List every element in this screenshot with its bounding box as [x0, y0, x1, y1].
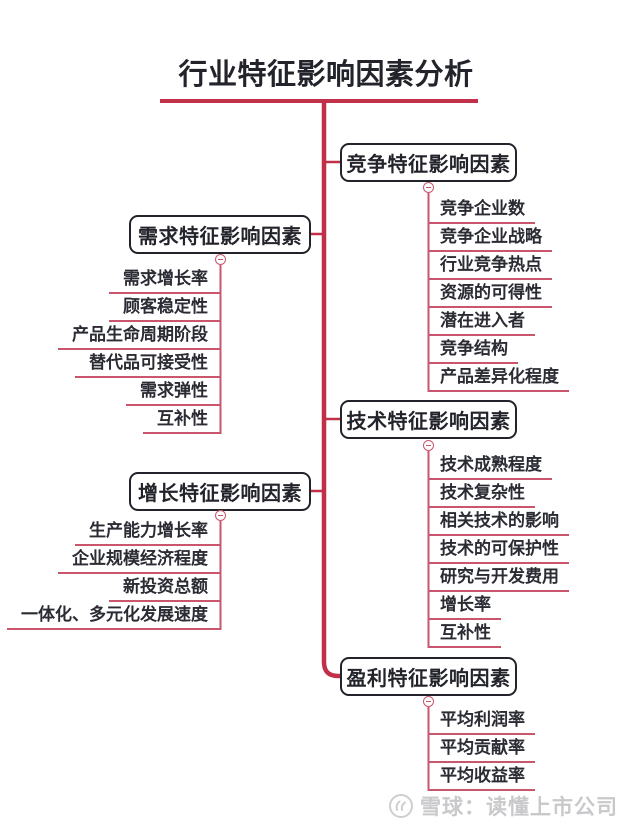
collapse-toggle-profit[interactable] [423, 696, 434, 707]
subtopic-item[interactable]: 竞争结构 [429, 336, 518, 364]
subtopic-item[interactable]: 一体化、多元化发展速度 [7, 602, 220, 630]
subtopic-item[interactable]: 增长率 [429, 592, 501, 620]
subtopic-item[interactable]: 平均贡献率 [429, 735, 535, 763]
subtopic-item[interactable]: 竞争企业数 [429, 196, 535, 224]
subtopic-item[interactable]: 技术的可保护性 [429, 536, 569, 564]
topic-profit[interactable]: 盈利特征影响因素 [340, 657, 517, 696]
subtopic-item[interactable]: 互补性 [143, 406, 220, 434]
minus-icon [218, 258, 223, 261]
subtopic-item[interactable]: 产品差异化程度 [429, 364, 569, 392]
subtopic-item[interactable]: 企业规模经济程度 [58, 546, 220, 574]
collapse-toggle-technology[interactable] [423, 440, 434, 451]
collapse-toggle-competition[interactable] [423, 182, 434, 193]
profit-subtopics: 平均利润率 平均贡献率 平均收益率 [429, 707, 535, 791]
subtopic-item[interactable]: 新投资总额 [109, 574, 220, 602]
minus-icon [426, 700, 431, 703]
subtopic-item[interactable]: 资源的可得性 [429, 280, 552, 308]
central-trunk-line [321, 100, 340, 679]
competition-subtopics: 竞争企业数 竞争企业战略 行业竞争热点 资源的可得性 潜在进入者 竞争结构 产品… [429, 196, 569, 392]
watermark-text: 雪球：读懂上市公司 [420, 796, 618, 819]
subtopic-item[interactable]: 潜在进入者 [429, 308, 535, 336]
topic-label: 技术特征影响因素 [346, 411, 511, 433]
subtopic-item[interactable]: 技术成熟程度 [429, 452, 552, 480]
topic-competition[interactable]: 竞争特征影响因素 [340, 143, 517, 182]
topic-label: 增长特征影响因素 [138, 483, 302, 505]
subtopic-item[interactable]: 相关技术的影响 [429, 508, 569, 536]
subtopic-item[interactable]: 生产能力增长率 [75, 518, 220, 546]
collapse-toggle-growth[interactable] [215, 510, 226, 521]
root-topic-title[interactable]: 行业特征影响因素分析 [178, 59, 474, 91]
subtopic-item[interactable]: 行业竞争热点 [429, 252, 552, 280]
subtopic-item[interactable]: 互补性 [429, 620, 501, 648]
growth-subtopics: 生产能力增长率 企业规模经济程度 新投资总额 一体化、多元化发展速度 [7, 518, 220, 630]
topic-label: 竞争特征影响因素 [346, 154, 511, 176]
subtopic-item[interactable]: 顾客稳定性 [109, 294, 220, 322]
subtopic-item[interactable]: 竞争企业战略 [429, 224, 552, 252]
subtopic-item[interactable]: 替代品可接受性 [75, 350, 220, 378]
subtopic-item[interactable]: 技术复杂性 [429, 480, 535, 508]
topic-technology[interactable]: 技术特征影响因素 [340, 400, 517, 439]
topic-label: 需求特征影响因素 [138, 226, 302, 248]
topic-label: 盈利特征影响因素 [346, 668, 511, 690]
xueqiu-logo-icon [389, 794, 413, 818]
topic-growth[interactable]: 增长特征影响因素 [129, 472, 311, 511]
demand-subtopics: 需求增长率 顾客稳定性 产品生命周期阶段 替代品可接受性 需求弹性 互补性 [58, 266, 220, 434]
collapse-toggle-demand[interactable] [215, 254, 226, 265]
technology-subtopics: 技术成熟程度 技术复杂性 相关技术的影响 技术的可保护性 研究与开发费用 增长率… [429, 452, 569, 648]
subtopic-item[interactable]: 平均收益率 [429, 763, 535, 791]
subtopic-item[interactable]: 需求增长率 [109, 266, 220, 294]
subtopic-item[interactable]: 平均利润率 [429, 707, 535, 735]
topic-demand[interactable]: 需求特征影响因素 [129, 215, 311, 254]
subtopic-item[interactable]: 研究与开发费用 [429, 564, 569, 592]
minus-icon [426, 444, 431, 447]
minus-icon [218, 514, 223, 517]
minus-icon [426, 186, 431, 189]
watermark: 雪球：读懂上市公司 [388, 791, 618, 821]
subtopic-item[interactable]: 产品生命周期阶段 [58, 322, 220, 350]
subtopic-item[interactable]: 需求弹性 [126, 378, 220, 406]
